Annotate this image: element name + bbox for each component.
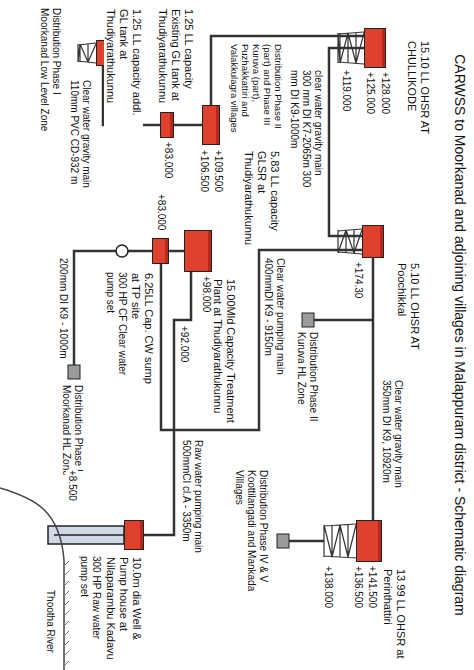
pipe-label: Clear water pumping main 400mmDI K9 - 91… bbox=[262, 258, 286, 398]
branch-pipe bbox=[289, 540, 324, 543]
note-label: +136.500 bbox=[352, 566, 364, 608]
tank-node: 10.0m dia Well & Pump house at Nilaparam… bbox=[124, 520, 144, 550]
hatch-stroke bbox=[64, 651, 69, 656]
note-label: 200mm DI K9 - 1000m bbox=[57, 258, 69, 359]
diagram-title: CARWSS to Moorkanad and adjoining villag… bbox=[451, 0, 468, 670]
tank-label: 5.83 LL capacity GLSR at Thudiyarathukun… bbox=[242, 151, 281, 246]
note-label: +125.000 bbox=[364, 72, 376, 114]
tank-node: 5.83 LL capacity GLSR at Thudiyarathukun… bbox=[202, 105, 220, 145]
pipe-connector bbox=[372, 258, 375, 520]
tank-node: 15.00Mld Capacity Treatment Plant at Thu… bbox=[184, 230, 212, 272]
note-label: 300 HP CF Clear water pump set bbox=[104, 272, 128, 392]
distribution-tank bbox=[302, 313, 314, 327]
note-label: +8.500 bbox=[66, 470, 78, 501]
tank-label: 15.00Mld Capacity Treatment Plant at Thu… bbox=[211, 279, 237, 424]
tank-node: 15.10 LL OHSR AT CHULLIKODE bbox=[364, 28, 386, 68]
tank-node: 6.25LL Cap. CW sump at TP site bbox=[152, 238, 169, 264]
pipe-connector bbox=[161, 250, 362, 430]
distribution-tank bbox=[277, 534, 289, 548]
note-label: Distribution Phase II (part) and Phase I… bbox=[229, 44, 284, 148]
tank-label: 1.25 LL capacity addl. GL tank at Thudiy… bbox=[104, 9, 143, 129]
bank-hatching bbox=[64, 561, 69, 666]
hatch-stroke bbox=[64, 661, 69, 666]
pipe-label: Clear water gravity main 110mm PVC CD-93… bbox=[68, 80, 92, 220]
note-label: +138.000 bbox=[322, 566, 334, 608]
tank-node: 1.25 LL capacity Existing GL tank at Thu… bbox=[160, 112, 174, 138]
pipe-label: Clear water gravity main 350mm DI K9, 10… bbox=[380, 380, 404, 520]
hatch-stroke bbox=[64, 601, 69, 606]
note-label: +83.000 bbox=[155, 194, 167, 230]
hatch-stroke bbox=[64, 631, 69, 636]
tank-label: 15.10 LL OHSR AT CHULLIKODE bbox=[405, 41, 431, 161]
pump-column bbox=[54, 534, 124, 536]
note-label: +174.30 bbox=[352, 262, 364, 298]
note-label: +83.000 bbox=[162, 142, 174, 178]
pipe-label: Raw water pumping main 500mmCI cl.A - 33… bbox=[180, 440, 204, 580]
note-label: +119.000 bbox=[340, 70, 352, 111]
pipe-connector bbox=[174, 124, 202, 127]
pump-symbol bbox=[116, 245, 128, 257]
tank-staging bbox=[78, 43, 96, 63]
tank-staging bbox=[324, 524, 356, 558]
tank-label: 13.99 LL OHSR at Perinthattiri bbox=[381, 569, 407, 667]
tank-label: 1.25 LL capacity Existing GL tank at Thu… bbox=[156, 9, 195, 105]
tank-label: 10.0m dia Well & Pump house at Nilaparam… bbox=[104, 557, 143, 665]
note-label: 300 HP Raw water pump set bbox=[78, 556, 102, 664]
note-label: +92.000 bbox=[178, 326, 190, 362]
river-bank bbox=[0, 488, 64, 670]
note-label: Distribution Phase IV & V Koottilangadi … bbox=[233, 470, 269, 610]
tank-label: 6.25LL Cap. CW sump at TP site bbox=[129, 273, 155, 388]
note-label: +128.000 bbox=[379, 72, 391, 114]
branch-pipe bbox=[314, 319, 373, 322]
hatch-stroke bbox=[64, 621, 69, 626]
pipe-connector bbox=[169, 250, 184, 253]
pipe-connector bbox=[329, 48, 364, 236]
pipe-label: clear water gravity main 300 mm DI K7-20… bbox=[288, 70, 324, 188]
note-label: +106.500 bbox=[198, 150, 210, 192]
hatch-stroke bbox=[64, 641, 69, 646]
tank-node: 13.99 LL OHSR at Perinthattiri bbox=[356, 520, 382, 562]
hatch-stroke bbox=[64, 581, 69, 586]
note-label: Distribution Phase II Kuruva HL Zone bbox=[295, 332, 319, 422]
hatch-stroke bbox=[64, 611, 69, 616]
note-label: +109.500 bbox=[212, 150, 224, 192]
distribution-tank bbox=[68, 365, 80, 379]
note-label: +98.000 bbox=[200, 276, 212, 312]
hatch-stroke bbox=[64, 561, 69, 566]
tank-label: 5.10 LL OHSR AT Poochikkal bbox=[395, 263, 421, 373]
note-label: Distribution Phase I Moorkanad Low Level… bbox=[38, 8, 62, 138]
branch-pipes bbox=[74, 251, 373, 541]
hatch-stroke bbox=[64, 571, 69, 576]
tank-node: 1.25 LL capacity addl. GL tank at Thudiy… bbox=[96, 40, 110, 66]
hatch-stroke bbox=[64, 591, 69, 596]
note-label: +141.500 bbox=[366, 566, 378, 608]
note-label: Thootha River bbox=[44, 590, 56, 653]
tank-node: 5.10 LL OHSR AT Poochikkal bbox=[362, 225, 384, 258]
